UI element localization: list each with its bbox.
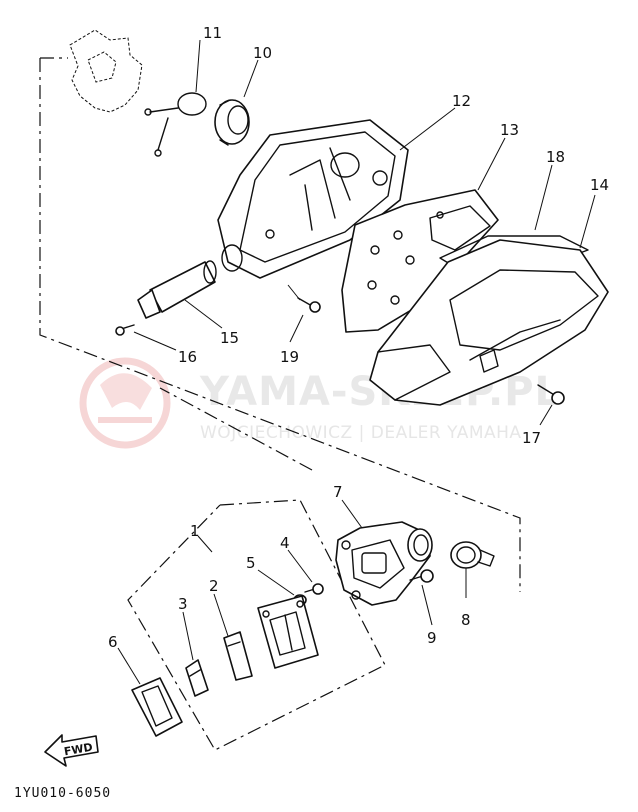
part-number-6: 6 (108, 633, 118, 651)
screw-9 (409, 569, 434, 626)
part-number-16: 16 (178, 348, 197, 366)
part-number-12: 12 (452, 92, 471, 110)
part-number-4: 4 (280, 534, 290, 552)
watermark-logo (79, 357, 171, 449)
screw-17 (537, 384, 565, 426)
joint-7 (335, 499, 433, 606)
diagram-code: 1YU010-6050 (14, 786, 111, 801)
clamp-8 (450, 541, 495, 598)
fwd-arrow-icon (44, 734, 99, 767)
part-number-1: 1 (190, 522, 200, 540)
fwd-label: FWD (63, 741, 94, 759)
leader-1 (197, 535, 213, 553)
part-number-14: 14 (590, 176, 609, 194)
part-number-3: 3 (178, 595, 188, 613)
assembly-boundary-lines (39, 57, 521, 751)
reed-stopper-3 (182, 611, 209, 697)
part-number-17: 17 (522, 429, 541, 447)
engine-ghost-outline (69, 29, 143, 113)
part-number-19: 19 (280, 348, 299, 366)
spring-clip-11 (144, 39, 207, 157)
part-number-9: 9 (427, 629, 437, 647)
part-number-18: 18 (546, 148, 565, 166)
reed-valve-2 (213, 593, 253, 681)
part-number-7: 7 (333, 483, 343, 501)
part-number-10: 10 (253, 44, 272, 62)
part-number-11: 11 (203, 24, 222, 42)
part-number-5: 5 (246, 554, 256, 572)
part-number-8: 8 (461, 611, 471, 629)
part-number-13: 13 (500, 121, 519, 139)
filter-cover-14 (369, 194, 609, 406)
screw-4 (287, 549, 324, 595)
watermark-subtitle: WOJCIECHOWICZ | DEALER YAMAHA (200, 423, 522, 443)
gasket-6 (117, 647, 183, 737)
part-number-2: 2 (209, 577, 219, 595)
screw-16 (115, 324, 177, 351)
seal-ring-10 (214, 59, 259, 146)
screw-19 (287, 284, 321, 343)
part-number-15: 15 (220, 329, 239, 347)
reed-plate (257, 595, 319, 669)
intake-tube-15 (137, 260, 223, 329)
